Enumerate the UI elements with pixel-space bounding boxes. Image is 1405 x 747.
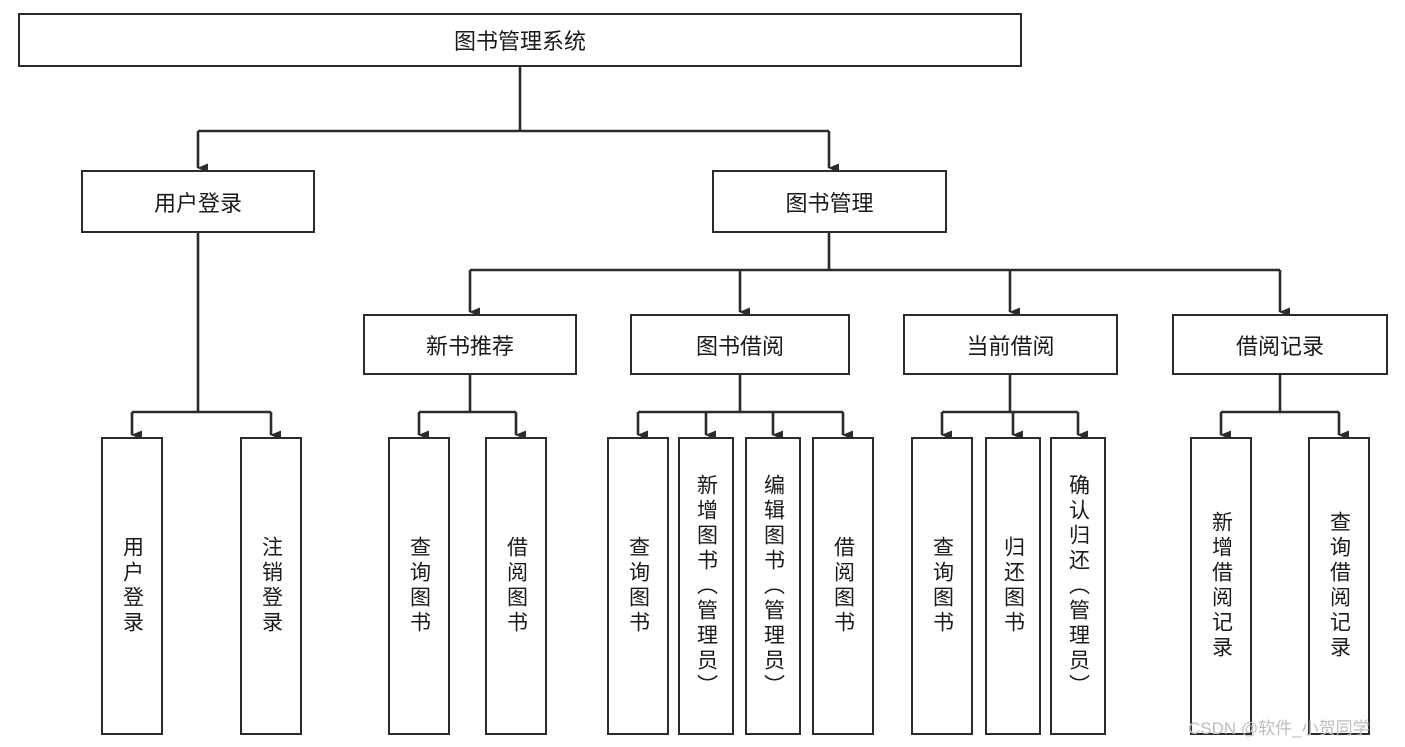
node-book-borrow[interactable]: 图书借阅 [630, 314, 850, 375]
leaf-query-book-borrow-label: 查询图书 [626, 536, 650, 636]
leaf-query-book-recommend[interactable]: 查询图书 [388, 437, 450, 735]
leaf-add-book-admin[interactable]: 新增图书（管理员） [678, 437, 734, 735]
leaf-borrow-book[interactable]: 借阅图书 [812, 437, 874, 735]
node-book-management-label: 图书管理 [785, 190, 874, 216]
node-new-book-recommend[interactable]: 新书推荐 [363, 314, 577, 375]
leaf-query-book-recommend-label: 查询图书 [407, 536, 431, 636]
leaf-query-book-current-label: 查询图书 [930, 536, 954, 636]
leaf-borrow-book-label: 借阅图书 [831, 536, 855, 636]
node-borrow-record-label: 借阅记录 [1235, 333, 1324, 359]
node-user-login-label: 用户登录 [153, 190, 242, 216]
leaf-edit-book-admin[interactable]: 编辑图书（管理员） [745, 437, 801, 735]
leaf-borrow-book-recommend-label: 借阅图书 [504, 536, 528, 636]
leaf-confirm-return-admin[interactable]: 确认归还（管理员） [1050, 437, 1106, 735]
leaf-query-book-borrow[interactable]: 查询图书 [607, 437, 669, 735]
leaf-edit-book-admin-label: 编辑图书（管理员） [761, 473, 785, 699]
leaf-query-book-current[interactable]: 查询图书 [911, 437, 973, 735]
node-book-borrow-label: 图书借阅 [695, 333, 784, 359]
watermark: CSDN @软件_小贺同学 [1188, 719, 1370, 738]
leaf-query-borrow-record[interactable]: 查询借阅记录 [1308, 437, 1370, 735]
leaf-query-borrow-record-label: 查询借阅记录 [1327, 511, 1351, 661]
leaf-user-login[interactable]: 用户登录 [101, 437, 163, 735]
leaf-borrow-book-recommend[interactable]: 借阅图书 [485, 437, 547, 735]
leaf-logout[interactable]: 注销登录 [240, 437, 302, 735]
leaf-add-book-admin-label: 新增图书（管理员） [694, 473, 718, 699]
leaf-user-login-label: 用户登录 [120, 536, 144, 636]
leaf-add-borrow-record-label: 新增借阅记录 [1209, 511, 1233, 661]
node-root-label: 图书管理系统 [453, 29, 586, 54]
node-root[interactable]: 图书管理系统 [18, 13, 1022, 67]
node-borrow-record[interactable]: 借阅记录 [1172, 314, 1388, 375]
node-current-borrow[interactable]: 当前借阅 [903, 314, 1118, 375]
node-new-book-recommend-label: 新书推荐 [425, 333, 514, 359]
leaf-add-borrow-record[interactable]: 新增借阅记录 [1190, 437, 1252, 735]
node-book-management[interactable]: 图书管理 [712, 170, 947, 233]
leaf-logout-label: 注销登录 [259, 536, 283, 636]
node-current-borrow-label: 当前借阅 [966, 333, 1055, 359]
node-user-login[interactable]: 用户登录 [81, 170, 315, 233]
leaf-return-book-label: 归还图书 [1001, 536, 1025, 636]
leaf-confirm-return-admin-label: 确认归还（管理员） [1066, 473, 1090, 699]
leaf-return-book[interactable]: 归还图书 [985, 437, 1041, 735]
